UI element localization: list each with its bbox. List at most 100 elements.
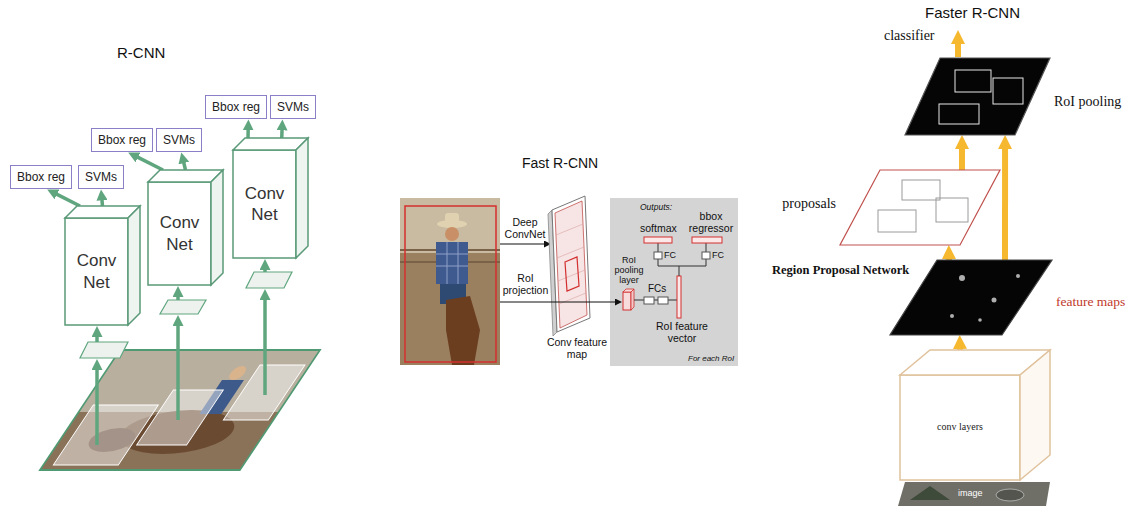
cube-side <box>296 138 308 258</box>
cube-face: conv layers <box>900 375 1020 480</box>
hat-brim <box>437 220 467 228</box>
map-plane <box>905 58 1050 135</box>
cube-label: Conv Net <box>152 212 207 255</box>
cube-face: Conv Net <box>148 182 211 285</box>
box-label: SVMs <box>85 170 117 184</box>
region-proposal <box>137 390 224 445</box>
input-image-plane <box>40 350 320 470</box>
input-image-strip <box>898 482 1050 506</box>
roi-pooling-block <box>623 292 631 310</box>
convnet-cube: Conv Net <box>148 170 223 285</box>
cube-front <box>900 375 1020 480</box>
black-arrow <box>500 244 545 245</box>
panel-title: Faster R-CNN <box>925 4 1020 21</box>
panel-title: R-CNN <box>117 44 165 61</box>
cube-front <box>233 150 296 258</box>
region-box <box>902 180 940 200</box>
cube-face: Conv Net <box>233 150 296 258</box>
stage-label: Deep ConvNet <box>503 216 547 240</box>
bicycle-wheel <box>996 489 1024 501</box>
region-proposal <box>53 405 158 465</box>
fc-layer <box>658 297 668 304</box>
feature-vector-bar <box>677 276 681 318</box>
proposals-map: proposals <box>840 170 1000 245</box>
per-roi-panel <box>610 198 738 366</box>
map-plane <box>840 170 1000 245</box>
activation-spot <box>992 298 997 303</box>
stage-label: Region Proposal Network <box>772 263 909 277</box>
feature-map-slab <box>552 196 590 332</box>
panel-note: For each RoI <box>688 354 734 363</box>
layer-label: FC <box>664 250 676 260</box>
wire <box>634 300 677 301</box>
conv-layers-cube: conv layers <box>900 350 1050 480</box>
tree <box>910 486 950 500</box>
image-label: image <box>958 488 983 498</box>
box-label: Bbox reg <box>98 133 146 147</box>
photo-background <box>40 350 320 470</box>
map-heading: RoI pooling <box>1054 94 1121 111</box>
map-heading: proposals <box>782 196 836 213</box>
node-outline <box>905 58 1050 135</box>
bbox-reg-box: Bbox reg <box>10 165 72 189</box>
roi-box <box>405 206 496 362</box>
layer-label: FC <box>712 250 724 260</box>
rider-shirt <box>436 242 468 284</box>
activation-spot <box>978 318 982 322</box>
bbox-reg-box: Bbox reg <box>205 95 267 119</box>
arrow-connector <box>280 129 284 138</box>
svm-box: SVMs <box>156 128 202 152</box>
output-label: bbox regressor <box>686 210 736 234</box>
warped-region <box>160 300 206 314</box>
regressor-bar <box>692 237 722 243</box>
region-box <box>939 104 979 124</box>
green-arrow <box>263 269 267 272</box>
panel-title: Fast R-CNN <box>522 155 598 171</box>
green-arrow <box>176 296 180 300</box>
feature-map: feature maps <box>890 260 1052 335</box>
arrow-connector <box>137 157 163 170</box>
green-arrow <box>263 299 267 395</box>
cube-front <box>148 182 211 285</box>
output-label: softmax <box>640 222 677 234</box>
node-outline <box>840 170 1000 245</box>
rider-head <box>226 366 249 380</box>
roi-pooling-map: RoI pooling <box>905 58 1050 135</box>
feature-map-face <box>555 201 587 328</box>
activation-spot <box>1016 274 1020 278</box>
node-outline <box>900 350 1050 480</box>
green-arrow <box>95 369 99 445</box>
warped-region <box>246 272 292 288</box>
fc-layer <box>644 297 654 304</box>
region-box <box>993 78 1023 104</box>
arrow-connector <box>56 194 80 206</box>
green-arrow <box>176 325 180 420</box>
cube-label: Conv Net <box>237 183 292 226</box>
cube-side <box>211 170 223 285</box>
box-label: Bbox reg <box>17 170 65 184</box>
arrow-connector <box>959 148 965 170</box>
stage-label: RoI projection <box>502 272 549 296</box>
arrow-connector <box>100 199 104 206</box>
green-arrow <box>95 336 99 342</box>
fc-layer <box>654 252 662 259</box>
softmax-bar <box>644 237 672 243</box>
node-outline <box>890 260 1052 335</box>
arrow-connector <box>1002 148 1008 260</box>
fc-layer <box>702 252 710 259</box>
cube-side <box>128 206 140 325</box>
outputs-label: Outputs: <box>640 203 672 213</box>
rider-head <box>445 227 459 241</box>
image-border <box>40 350 320 470</box>
wire <box>658 243 706 276</box>
horse-head <box>446 296 480 365</box>
box-label: SVMs <box>163 133 195 147</box>
box-label: SVMs <box>277 100 309 114</box>
box-label: Bbox reg <box>212 100 260 114</box>
region-box <box>878 210 916 232</box>
photo <box>400 198 500 365</box>
layer-label: RoI feature vector <box>646 320 718 344</box>
